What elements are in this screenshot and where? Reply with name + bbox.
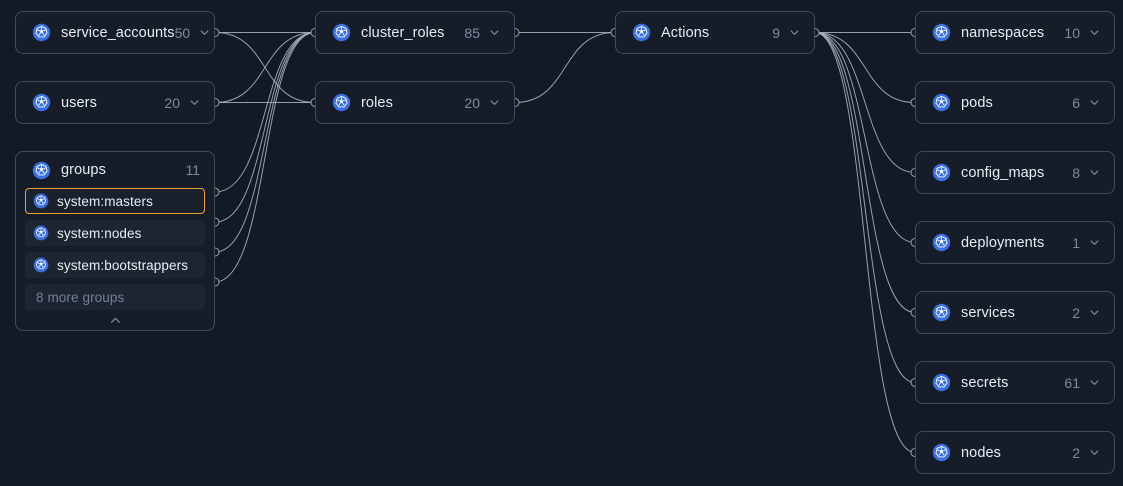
kubernetes-icon — [33, 193, 49, 209]
node-count: 61 — [1064, 374, 1080, 391]
graph-node-users[interactable]: users 20 — [15, 81, 215, 124]
chevron-down-icon[interactable] — [789, 27, 800, 38]
node-label: services — [961, 304, 1015, 321]
node-count: 85 — [464, 24, 480, 41]
node-count: 2 — [1072, 304, 1080, 321]
node-label: users — [61, 94, 97, 111]
graph-node-services[interactable]: services 2 — [915, 291, 1115, 334]
list-item[interactable]: 8 more groups — [25, 284, 205, 310]
groups-header[interactable]: groups 11 — [16, 152, 214, 188]
node-label: pods — [961, 94, 993, 111]
chevron-up-icon[interactable] — [109, 314, 122, 327]
list-item[interactable]: system:masters — [25, 188, 205, 214]
kubernetes-icon — [932, 163, 951, 182]
graph-edge — [214, 32, 316, 253]
graph-node-config_maps[interactable]: config_maps 8 — [915, 151, 1115, 194]
kubernetes-icon — [932, 303, 951, 322]
list-item-label: 8 more groups — [36, 289, 125, 305]
chevron-down-icon[interactable] — [1089, 447, 1100, 458]
chevron-down-icon[interactable] — [1089, 27, 1100, 38]
node-count: 6 — [1072, 94, 1080, 111]
node-label: secrets — [961, 374, 1009, 391]
chevron-down-icon[interactable] — [1089, 377, 1100, 388]
graph-node-nodes[interactable]: nodes 2 — [915, 431, 1115, 474]
list-item[interactable]: system:nodes — [25, 220, 205, 246]
chevron-down-icon[interactable] — [1089, 307, 1100, 318]
chevron-down-icon[interactable] — [199, 27, 210, 38]
node-label: namespaces — [961, 24, 1045, 41]
graph-edge — [214, 32, 316, 103]
kubernetes-icon — [632, 23, 651, 42]
node-count: 1 — [1072, 234, 1080, 251]
list-item[interactable]: system:bootstrappers — [25, 252, 205, 278]
list-item-label: system:masters — [57, 193, 153, 209]
node-count: 50 — [174, 24, 191, 41]
chevron-down-icon[interactable] — [489, 27, 500, 38]
node-count: 9 — [772, 24, 780, 41]
kubernetes-icon — [33, 225, 49, 241]
kubernetes-icon — [32, 23, 51, 42]
node-label: roles — [361, 94, 393, 111]
graph-edge — [814, 32, 916, 313]
graph-edge — [214, 32, 316, 103]
kubernetes-icon — [932, 373, 951, 392]
kubernetes-icon — [32, 93, 51, 112]
node-count: 11 — [185, 162, 200, 178]
node-count: 2 — [1072, 444, 1080, 461]
kubernetes-icon — [332, 23, 351, 42]
kubernetes-icon — [932, 233, 951, 252]
graph-edge — [214, 32, 316, 193]
graph-edge — [514, 32, 616, 103]
chevron-down-icon[interactable] — [1089, 167, 1100, 178]
kubernetes-icon — [332, 93, 351, 112]
graph-edge — [814, 32, 916, 243]
graph-node-secrets[interactable]: secrets 61 — [915, 361, 1115, 404]
node-label: deployments — [961, 234, 1045, 251]
graph-edge — [814, 32, 916, 103]
graph-edge — [214, 32, 316, 223]
chevron-down-icon[interactable] — [1089, 237, 1100, 248]
graph-edge — [814, 32, 916, 453]
kubernetes-icon — [932, 93, 951, 112]
chevron-down-icon[interactable] — [1089, 97, 1100, 108]
node-count: 20 — [164, 94, 180, 111]
node-count: 10 — [1064, 24, 1080, 41]
graph-node-namespaces[interactable]: namespaces 10 — [915, 11, 1115, 54]
node-label: service_accounts — [61, 24, 175, 41]
node-count: 8 — [1072, 164, 1080, 181]
list-item-label: system:bootstrappers — [57, 257, 189, 273]
graph-edge — [214, 32, 316, 283]
graph-edge — [814, 32, 916, 383]
graph-node-cluster_roles[interactable]: cluster_roles 85 — [315, 11, 515, 54]
collapse-groups-button[interactable] — [16, 310, 214, 330]
graph-node-roles[interactable]: roles 20 — [315, 81, 515, 124]
node-label: groups — [61, 162, 106, 178]
node-label: Actions — [661, 24, 710, 41]
graph-node-deployments[interactable]: deployments 1 — [915, 221, 1115, 264]
node-label: cluster_roles — [361, 24, 445, 41]
graph-node-pods[interactable]: pods 6 — [915, 81, 1115, 124]
groups-list: system:masters system:nodes system:bootstr… — [16, 188, 214, 310]
graph-node-actions[interactable]: Actions 9 — [615, 11, 815, 54]
node-label: nodes — [961, 444, 1002, 461]
node-count: 20 — [464, 94, 480, 111]
kubernetes-icon — [932, 23, 951, 42]
chevron-down-icon[interactable] — [489, 97, 500, 108]
chevron-down-icon[interactable] — [189, 97, 200, 108]
kubernetes-icon — [932, 443, 951, 462]
kubernetes-icon — [33, 257, 49, 273]
node-label: config_maps — [961, 164, 1045, 181]
list-item-label: system:nodes — [57, 225, 142, 241]
graph-edge — [814, 32, 916, 173]
kubernetes-icon — [32, 161, 51, 179]
